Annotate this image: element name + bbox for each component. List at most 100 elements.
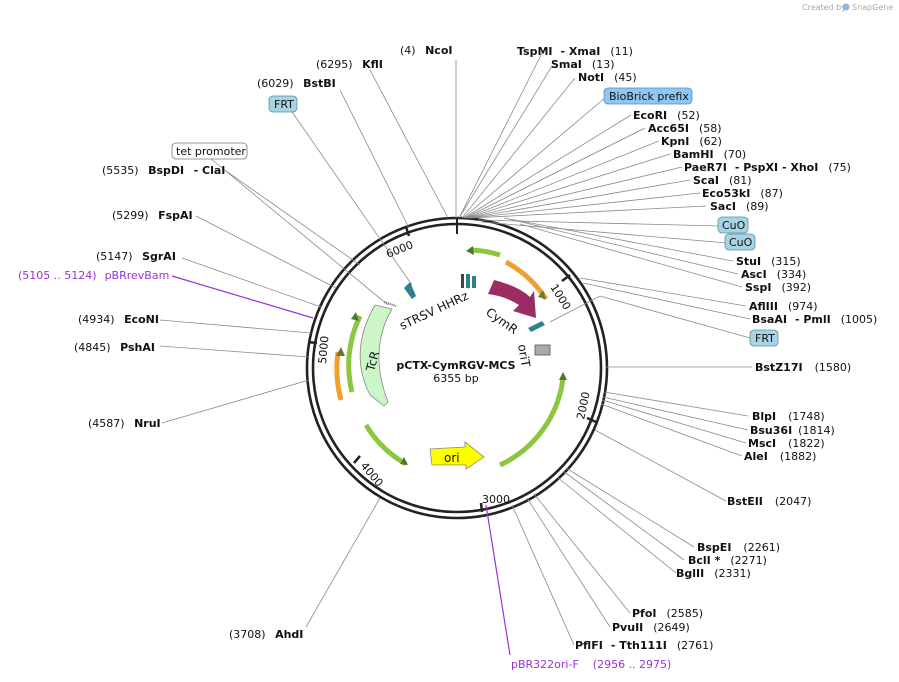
- cuo1-box: [717, 216, 749, 234]
- leader-sgrai: [181, 257, 322, 308]
- leader-pflfi: [511, 504, 575, 646]
- site-blpi: BlpI(1748): [752, 410, 825, 423]
- leader-scai: [468, 179, 691, 219]
- leader-clai: [225, 170, 361, 266]
- marker-bar-1: [461, 274, 464, 288]
- leader-pbrrevbam: [171, 275, 314, 319]
- strsv-arrow: [404, 282, 416, 299]
- site-alei: AleI(1882): [744, 450, 816, 463]
- leader-afliii: [579, 277, 747, 307]
- site-saci: SacI(89): [710, 200, 769, 213]
- cuo2-label: CuO: [729, 236, 753, 249]
- features: CymR oriT ori TcR sTRSV HHRz: [334, 246, 567, 470]
- orange-feature-head: [538, 290, 546, 299]
- leader-bsu36i: [602, 396, 749, 431]
- leader-eco53ki: [469, 192, 701, 219]
- site-sgrai: (5147) SgrAI: [96, 250, 176, 263]
- green-feature-left: [346, 314, 363, 393]
- tick-3000: 3000: [482, 493, 510, 506]
- box-frt-right: FRT: [749, 329, 779, 347]
- frt-top-label: FRT: [274, 98, 294, 111]
- orit-label: oriT: [515, 343, 533, 369]
- orit-arrow: [528, 321, 545, 332]
- plasmid-length: 6355 bp: [433, 372, 478, 385]
- tick-1000: 1000: [547, 282, 573, 313]
- leader-bamhi: [466, 153, 671, 219]
- site-eco53ki: Eco53kI(87): [702, 187, 783, 200]
- primer-pbr322ori-f: pBR322ori-F(2956 .. 2975): [511, 658, 671, 671]
- site-nrui: (4587) NruI: [88, 417, 161, 430]
- leader-kfli: [369, 69, 449, 219]
- leader-pshai: [159, 345, 310, 358]
- leader-pvuii: [526, 497, 611, 628]
- ori-arrow: [429, 441, 485, 470]
- leader-acc65i: [464, 127, 646, 219]
- orange-feature-left: [334, 351, 344, 401]
- ori-label: ori: [444, 451, 460, 465]
- leader-smai: [458, 65, 553, 219]
- leader-sspi: [519, 223, 743, 288]
- leader-bglii: [556, 476, 677, 574]
- site-bsaai: BsaAI- PmlI(1005): [752, 313, 877, 326]
- leader-xhoi: [467, 166, 683, 219]
- leader-cuo2: [481, 221, 728, 244]
- leader-bstbi: [339, 89, 410, 229]
- leader-noti: [461, 77, 576, 219]
- green-feature-bottom: [363, 423, 408, 467]
- tick-6000-mark: [404, 226, 411, 237]
- site-asci: AscI(334): [741, 268, 806, 281]
- tick-2000-mark: [586, 416, 597, 424]
- site-fspai: (5299) FspAI: [112, 209, 193, 222]
- strsv-label: sTRSV HHRz: [397, 289, 470, 333]
- leader-bspei: [565, 467, 695, 548]
- tick-5000: 5000: [316, 335, 331, 364]
- leader-lines: [159, 52, 752, 646]
- site-bspei: BspEI(2261): [697, 541, 780, 554]
- site-kpni: KpnI(62): [661, 135, 722, 148]
- site-sspi: SspI(392): [745, 281, 811, 294]
- leader-fspai: [195, 215, 337, 289]
- site-kfli: (6295) KflI: [316, 58, 383, 71]
- site-bglii: BglII(2331): [676, 567, 751, 580]
- cuo2-box: [724, 233, 756, 251]
- leader-ahdi: [305, 497, 381, 628]
- box-tet-promoter: tet promoter: [171, 142, 248, 160]
- marker-bar-2: [466, 274, 470, 288]
- leader-stui: [503, 217, 734, 262]
- cymr-arrow: [488, 280, 536, 318]
- leader-econi: [159, 319, 312, 334]
- leader-frt-right: [549, 295, 751, 339]
- leader-xmai: [458, 52, 543, 219]
- tick-5000-mark: [307, 340, 318, 345]
- site-pflfi: PflFI- Tth111I(2761): [575, 639, 713, 652]
- branding-app: SnapGene: [852, 3, 893, 12]
- site-acc65i: Acc65I(58): [648, 122, 722, 135]
- tet-promoter-label: tet promoter: [176, 145, 246, 158]
- biobrick-label: BioBrick prefix: [609, 90, 689, 103]
- green-feature-right: [498, 377, 566, 468]
- green-feature-top: [469, 247, 501, 258]
- box-biobrick: BioBrick prefix: [603, 87, 693, 105]
- snapgene-logo-icon: [842, 3, 850, 11]
- site-bstz17i: BstZ17I(1580): [755, 361, 851, 374]
- green-feature-top-head: [466, 246, 474, 255]
- leader-tet-promoter: [209, 157, 389, 306]
- tick-4000-mark: [353, 455, 361, 464]
- tick-3000-mark: [479, 502, 484, 513]
- site-stui: StuI(315): [736, 255, 801, 268]
- leader-pfoi: [533, 493, 631, 614]
- leader-bsteii: [594, 429, 727, 502]
- leader-blpi: [603, 391, 749, 417]
- site-pshai: (4845) PshAI: [74, 341, 155, 354]
- site-paer7i: PaeR7I- PspXI - XhoI(75): [684, 161, 851, 174]
- plasmid-backbone: [305, 216, 609, 520]
- box-frt-top: FRT: [268, 95, 298, 113]
- leader-msci: [601, 399, 747, 444]
- leader-pmli: [582, 282, 751, 320]
- leader-alei: [600, 403, 743, 457]
- site-afliii: AflIII(974): [749, 300, 818, 313]
- leader-ecori: [463, 114, 632, 219]
- snapgene-branding: Created by SnapGene: [802, 3, 893, 12]
- primer-lines: [171, 275, 511, 656]
